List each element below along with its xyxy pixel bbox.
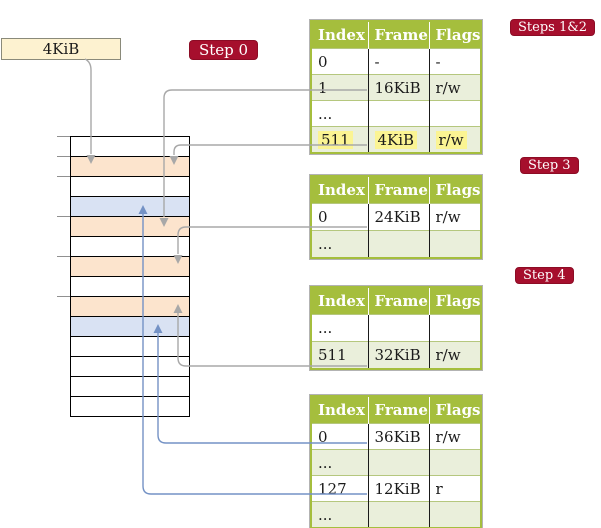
- cell-index: 1: [311, 74, 368, 101]
- page-table-step4: Index Frame Flags ... 511 32KiB r/w: [309, 285, 483, 371]
- cell-frame: [367, 314, 429, 342]
- cell-frame: [367, 449, 429, 476]
- cell-frame: -: [367, 48, 429, 75]
- table-row-highlighted: 511 4KiB r/w: [311, 126, 481, 153]
- memory-frame-row-12-white: [71, 356, 189, 376]
- table-row: ...: [311, 501, 481, 528]
- cell-index: ...: [311, 100, 368, 127]
- col-header-frame: Frame: [367, 176, 429, 204]
- memory-frame-row-6-white: [71, 236, 189, 256]
- memory-frame-row-10-blue: [71, 316, 189, 336]
- page-table-step3: Index Frame Flags 0 24KiB r/w ...: [309, 174, 483, 260]
- cell-flags: r/w: [428, 203, 481, 231]
- physical-memory-column: [70, 136, 190, 417]
- cell-index: 0: [311, 48, 368, 75]
- page-size-box: 4KiB: [1, 38, 121, 60]
- cell-index: ...: [311, 314, 368, 342]
- col-header-flags: Flags: [428, 176, 481, 204]
- col-header-index: Index: [311, 176, 368, 204]
- cell-frame: 24KiB: [367, 203, 429, 231]
- memory-frame-row-8-white: [71, 276, 189, 296]
- cell-flags: r/w: [428, 341, 481, 369]
- cell-index: ...: [311, 449, 368, 476]
- table-row: ...: [311, 230, 481, 258]
- memory-frame-row-1-white: [71, 137, 189, 156]
- cell-frame: [367, 501, 429, 528]
- memory-frame-row-11-white: [71, 336, 189, 356]
- memory-frame-row-14-white: [71, 396, 189, 416]
- table-row: ...: [311, 314, 481, 342]
- col-header-flags: Flags: [428, 396, 481, 424]
- highlight: 4KiB: [374, 130, 418, 149]
- table-header-row: Index Frame Flags: [311, 396, 481, 424]
- page-table: Index Frame Flags ... 511 32KiB r/w: [310, 286, 482, 370]
- cell-index: ...: [311, 501, 368, 528]
- cell-flags: -: [428, 48, 481, 75]
- table-row: 511 32KiB r/w: [311, 341, 481, 369]
- page-table: Index Frame Flags 0 24KiB r/w ...: [310, 175, 482, 259]
- page-table: Index Frame Flags 0 36KiB r/w ... 127 12…: [310, 395, 482, 528]
- memory-frame-row-9-peach: [71, 296, 189, 316]
- col-header-frame: Frame: [367, 287, 429, 315]
- cell-frame: [367, 230, 429, 258]
- cell-index: 127: [311, 475, 368, 502]
- table-row: ...: [311, 100, 481, 127]
- cell-index: ...: [311, 230, 368, 258]
- col-header-flags: Flags: [428, 21, 481, 49]
- col-header-index: Index: [311, 396, 368, 424]
- page-table: Index Frame Flags 0 - - 1 16KiB r/w ... …: [310, 20, 482, 154]
- page-table-level-0: Index Frame Flags 0 - - 1 16KiB r/w ... …: [309, 19, 483, 155]
- cell-index: 511: [311, 126, 368, 153]
- step-4-badge: Step 4: [515, 267, 574, 284]
- cell-frame: [367, 100, 429, 127]
- table-header-row: Index Frame Flags: [311, 176, 481, 204]
- table-row: 0 - -: [311, 48, 481, 75]
- col-header-index: Index: [311, 287, 368, 315]
- cell-flags: [428, 501, 481, 528]
- step-0-badge: Step 0: [189, 40, 259, 60]
- cell-flags: [428, 449, 481, 476]
- memory-frame-row-5-peach: [71, 216, 189, 236]
- page-table-last-level: Index Frame Flags 0 36KiB r/w ... 127 12…: [309, 394, 483, 528]
- table-row: 0 24KiB r/w: [311, 203, 481, 231]
- col-header-frame: Frame: [367, 21, 429, 49]
- cell-flags: [428, 100, 481, 127]
- cell-frame: 4KiB: [367, 126, 429, 153]
- cell-frame: 32KiB: [367, 341, 429, 369]
- col-header-flags: Flags: [428, 287, 481, 315]
- table-header-row: Index Frame Flags: [311, 287, 481, 315]
- cell-flags: r: [428, 475, 481, 502]
- col-header-frame: Frame: [367, 396, 429, 424]
- step-3-badge: Step 3: [520, 157, 579, 174]
- cell-flags: [428, 314, 481, 342]
- cell-frame: 36KiB: [367, 423, 429, 450]
- memory-frame-row-3-white: [71, 176, 189, 196]
- table-row: ...: [311, 449, 481, 476]
- table-row: 127 12KiB r: [311, 475, 481, 502]
- cell-index: 0: [311, 423, 368, 450]
- cell-flags: r/w: [428, 423, 481, 450]
- cell-flags: r/w: [428, 74, 481, 101]
- memory-frame-row-2-peach: [71, 156, 189, 176]
- memory-frame-row-7-peach: [71, 256, 189, 276]
- steps-1-2-badge: Steps 1&2: [510, 19, 596, 36]
- highlight: r/w: [435, 130, 467, 149]
- memory-frame-row-13-white: [71, 376, 189, 396]
- cell-index: 0: [311, 203, 368, 231]
- col-header-index: Index: [311, 21, 368, 49]
- cell-frame: 12KiB: [367, 475, 429, 502]
- table-row: 1 16KiB r/w: [311, 74, 481, 101]
- cell-frame: 16KiB: [367, 74, 429, 101]
- memory-frame-row-4-blue: [71, 196, 189, 216]
- cell-index: 511: [311, 341, 368, 369]
- highlight: 511: [318, 130, 353, 149]
- table-row: 0 36KiB r/w: [311, 423, 481, 450]
- table-header-row: Index Frame Flags: [311, 21, 481, 49]
- cell-flags: r/w: [428, 126, 481, 153]
- cell-flags: [428, 230, 481, 258]
